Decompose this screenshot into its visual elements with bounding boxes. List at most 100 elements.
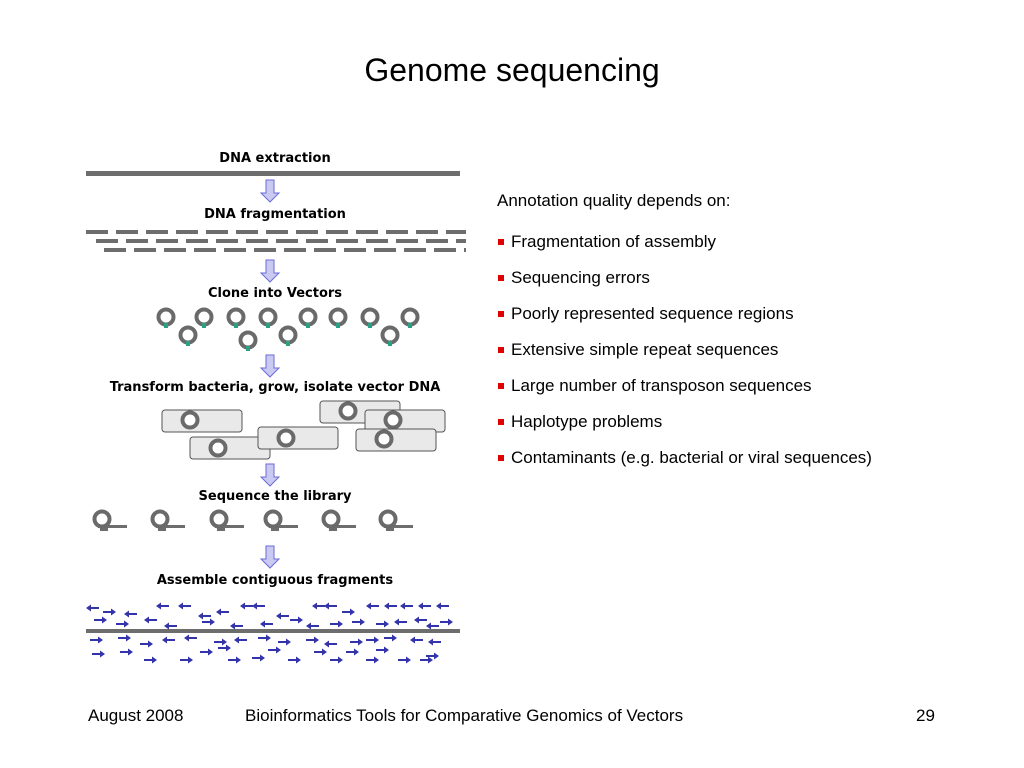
dna-fragment — [356, 230, 378, 234]
read-forward-arrow-icon — [440, 618, 453, 626]
dna-insert — [186, 341, 190, 346]
footer-page-number: 29 — [916, 706, 935, 725]
read-reverse-arrow-icon — [144, 616, 157, 624]
read-forward-arrow-icon — [366, 656, 379, 664]
dna-fragment — [104, 248, 126, 252]
dna-fragment — [156, 239, 178, 243]
dna-fragment — [216, 239, 238, 243]
dna-insert — [286, 341, 290, 346]
read-reverse-arrow-icon — [240, 602, 253, 610]
dna-insert — [306, 323, 310, 328]
dna-fragment — [326, 230, 348, 234]
read-forward-arrow-icon — [200, 648, 213, 656]
dna-fragment — [306, 239, 328, 243]
plasmid-vector — [150, 509, 170, 529]
plasmid-vector — [209, 509, 229, 529]
read-reverse-arrow-icon — [384, 602, 397, 610]
read-reverse-arrow-icon — [164, 622, 177, 630]
step-label-dna-extraction: DNA extraction — [219, 151, 331, 166]
dna-fragment — [126, 239, 148, 243]
dna-insert — [202, 323, 206, 328]
sequencing-read — [276, 525, 298, 528]
read-forward-arrow-icon — [420, 656, 433, 664]
dna-fragment — [96, 239, 118, 243]
read-reverse-arrow-icon — [366, 602, 379, 610]
sequencing-read — [158, 528, 166, 531]
read-forward-arrow-icon — [350, 638, 363, 646]
bullet-icon — [498, 419, 504, 425]
read-reverse-arrow-icon — [394, 618, 407, 626]
sequencing-read — [391, 525, 413, 528]
dna-fragment — [254, 248, 276, 252]
dna-fragment — [426, 239, 448, 243]
dna-fragment — [266, 230, 288, 234]
read-forward-arrow-icon — [306, 636, 319, 644]
dna-fragment — [176, 230, 198, 234]
dna-strand — [86, 171, 460, 176]
read-reverse-arrow-icon — [436, 602, 449, 610]
read-reverse-arrow-icon — [156, 602, 169, 610]
plasmid-vector — [180, 410, 200, 430]
step-label-transform-bacteria: Transform bacteria, grow, isolate vector… — [109, 380, 441, 395]
read-forward-arrow-icon — [330, 656, 343, 664]
read-reverse-arrow-icon — [312, 602, 325, 610]
slide-title: Genome sequencing — [364, 52, 660, 88]
read-forward-arrow-icon — [92, 650, 105, 658]
dna-fragment — [366, 239, 388, 243]
plasmid-vector — [321, 509, 341, 529]
read-forward-arrow-icon — [94, 616, 107, 624]
plasmid-vector — [328, 307, 348, 327]
read-reverse-arrow-icon — [414, 616, 427, 624]
plasmid-vector — [298, 307, 318, 327]
read-reverse-arrow-icon — [178, 602, 191, 610]
plasmid-vector — [194, 307, 214, 327]
assembled-contig — [86, 629, 460, 633]
annotation-item: Haplotype problems — [497, 404, 977, 440]
dna-fragment — [194, 248, 216, 252]
dna-fragment — [314, 248, 336, 252]
dna-fragment — [404, 248, 426, 252]
read-forward-arrow-icon — [352, 618, 365, 626]
sequencing-read — [100, 528, 108, 531]
read-reverse-arrow-icon — [400, 602, 413, 610]
annotation-heading: Annotation quality depends on: — [497, 191, 731, 210]
plasmid-vector — [378, 509, 398, 529]
dna-insert — [164, 323, 168, 328]
annotation-item: Large number of transposon sequences — [497, 368, 977, 404]
read-forward-arrow-icon — [180, 656, 193, 664]
diagram-graphics — [86, 171, 466, 664]
read-forward-arrow-icon — [268, 646, 281, 654]
read-forward-arrow-icon — [214, 638, 227, 646]
annotation-panel: Annotation quality depends on: Fragmenta… — [497, 188, 977, 476]
dna-fragment — [344, 248, 366, 252]
read-reverse-arrow-icon — [86, 604, 99, 612]
step-label-assemble-fragments: Assemble contiguous fragments — [156, 573, 394, 588]
sequencing-read — [163, 525, 185, 528]
footer-course-title: Bioinformatics Tools for Comparative Gen… — [245, 706, 684, 725]
read-forward-arrow-icon — [346, 648, 359, 656]
read-reverse-arrow-icon — [162, 636, 175, 644]
bacterium-cell — [257, 426, 339, 450]
dna-fragment — [116, 230, 138, 234]
read-forward-arrow-icon — [116, 620, 129, 628]
plasmid-vector — [383, 410, 403, 430]
sequencing-read — [105, 525, 127, 528]
dna-fragment — [336, 239, 358, 243]
dna-fragment — [276, 239, 298, 243]
dna-fragment — [434, 248, 456, 252]
sequencing-read — [222, 525, 244, 528]
read-forward-arrow-icon — [376, 646, 389, 654]
sequencing-read — [271, 528, 279, 531]
dna-fragment — [446, 230, 466, 234]
dna-insert — [388, 341, 392, 346]
read-forward-arrow-icon — [278, 638, 291, 646]
bullet-icon — [498, 455, 504, 461]
read-forward-arrow-icon — [144, 656, 157, 664]
plasmid-vector — [276, 428, 296, 448]
plasmid-vector — [360, 307, 380, 327]
bullet-icon — [498, 275, 504, 281]
plasmid-vector — [208, 438, 228, 458]
plasmid-vector — [338, 401, 358, 421]
read-forward-arrow-icon — [330, 620, 343, 628]
read-reverse-arrow-icon — [184, 634, 197, 642]
